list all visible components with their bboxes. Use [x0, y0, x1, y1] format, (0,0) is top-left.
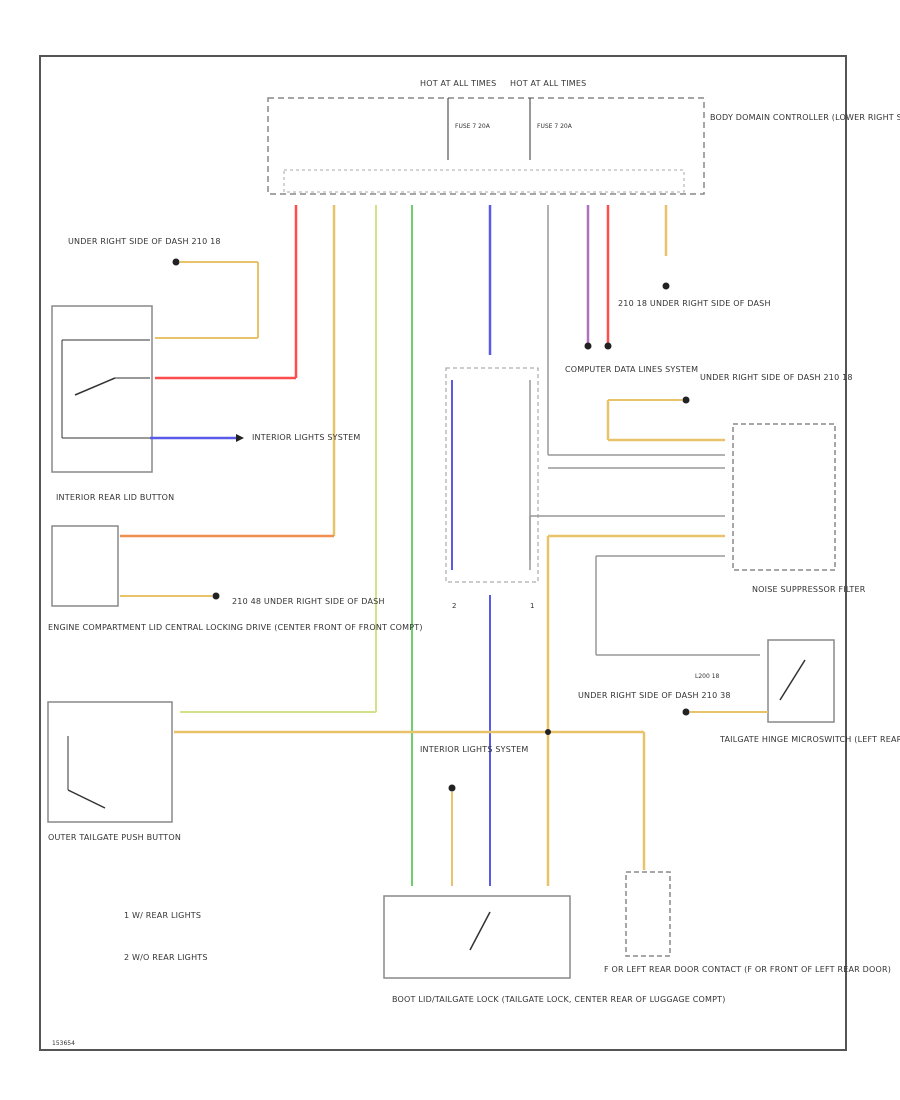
fuse-label-1: FUSE 7 20A [455, 123, 491, 130]
door-contact-label: F OR LEFT REAR DOOR CONTACT (F OR FRONT … [604, 965, 891, 974]
body-domain-controller-box [267, 97, 705, 195]
outer-tailgate-label: OUTER TAILGATE PUSH BUTTON [48, 833, 181, 842]
fuse-label-2: FUSE 7 20A [537, 123, 573, 130]
outer-tailgate-box [47, 701, 173, 823]
tailgate-hinge-label: TAILGATE HINGE MICROSWITCH (LEFT REAR OF… [719, 735, 900, 744]
engine-compartment-label: ENGINE COMPARTMENT LID CENTRAL LOCKING D… [48, 623, 423, 632]
hot-at-label-2: HOT AT ALL TIMES [510, 79, 586, 88]
interior-rear-lid-label: INTERIOR REAR LID BUTTON [56, 493, 174, 502]
ground-label-1: UNDER RIGHT SIDE OF DASH 210 18 [68, 237, 221, 246]
noise-filter-label: NOISE SUPPRESSOR FILTER [752, 585, 866, 594]
pin-1: 1 [530, 602, 534, 610]
interior-lights-label-1: INTERIOR LIGHTS SYSTEM [252, 433, 360, 442]
engine-compartment-box [51, 525, 119, 607]
tailgate-hinge-box [767, 639, 835, 723]
note-1: 1 W/ REAR LIGHTS [124, 911, 201, 920]
pin-2: 2 [452, 602, 456, 610]
hot-at-label-1: HOT AT ALL TIMES [420, 79, 496, 88]
module-label: BODY DOMAIN CONTROLLER (LOWER RIGHT SIDE… [710, 113, 900, 122]
computer-data-label: COMPUTER DATA LINES SYSTEM [565, 365, 698, 374]
ground-label-2: 210 18 UNDER RIGHT SIDE OF DASH [618, 299, 771, 308]
splice-label: L200 18 [695, 673, 720, 680]
interior-rear-lid-box [51, 305, 153, 473]
noise-filter-box [732, 423, 836, 571]
figure-id: 153654 [52, 1040, 75, 1047]
note-2: 2 W/O REAR LIGHTS [124, 953, 208, 962]
diagram-border [39, 55, 847, 1051]
ground-label-5: UNDER RIGHT SIDE OF DASH 210 38 [578, 691, 731, 700]
boot-lid-lock-label: BOOT LID/TAILGATE LOCK (TAILGATE LOCK, C… [392, 995, 726, 1004]
interior-lights-label-2: INTERIOR LIGHTS SYSTEM [420, 745, 528, 754]
ground-label-4: 210 48 UNDER RIGHT SIDE OF DASH [232, 597, 385, 606]
door-contact-box [625, 871, 671, 957]
ground-label-3: UNDER RIGHT SIDE OF DASH 210 18 [700, 373, 853, 382]
boot-lid-lock-box [383, 895, 571, 979]
